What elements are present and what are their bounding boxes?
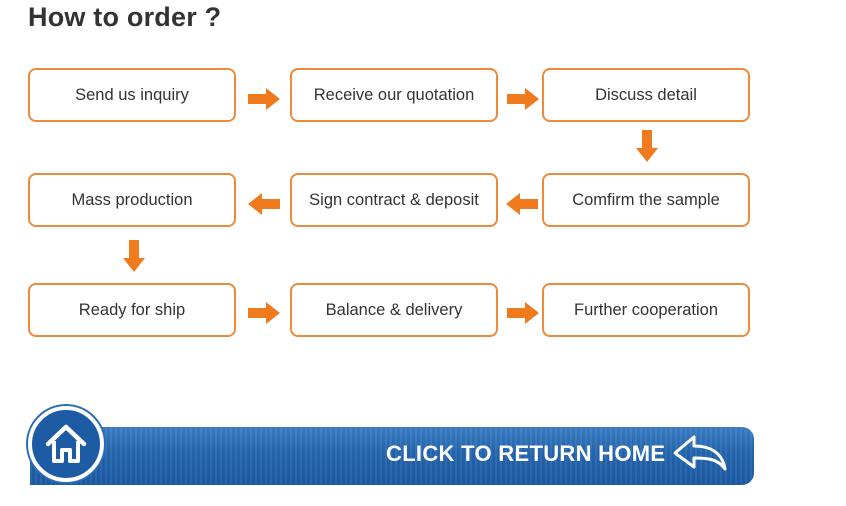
step-ready-for-ship: Ready for ship (28, 283, 236, 337)
page-title: How to order ? (28, 2, 222, 32)
return-home-label[interactable]: CLICK TO RETURN HOME (386, 441, 666, 466)
arrow-down-icon (636, 130, 658, 162)
arrow-left-icon (506, 193, 538, 215)
return-home-banner[interactable] (30, 427, 754, 485)
arrow-right-icon (248, 88, 280, 110)
step-further-cooperation: Further cooperation (542, 283, 750, 337)
arrow-right-icon (507, 302, 539, 324)
home-button[interactable] (28, 406, 104, 482)
step-send-inquiry: Send us inquiry (28, 68, 236, 122)
back-arrow-icon[interactable] (672, 434, 728, 474)
step-sign-contract: Sign contract & deposit (290, 173, 498, 227)
arrow-left-icon (248, 193, 280, 215)
step-receive-quotation: Receive our quotation (290, 68, 498, 122)
step-confirm-sample: Comfirm the sample (542, 173, 750, 227)
step-mass-production: Mass production (28, 173, 236, 227)
step-discuss-detail: Discuss detail (542, 68, 750, 122)
arrow-down-icon (123, 240, 145, 272)
house-icon (45, 424, 87, 463)
step-balance-delivery: Balance & delivery (290, 283, 498, 337)
arrow-right-icon (507, 88, 539, 110)
arrow-right-icon (248, 302, 280, 324)
